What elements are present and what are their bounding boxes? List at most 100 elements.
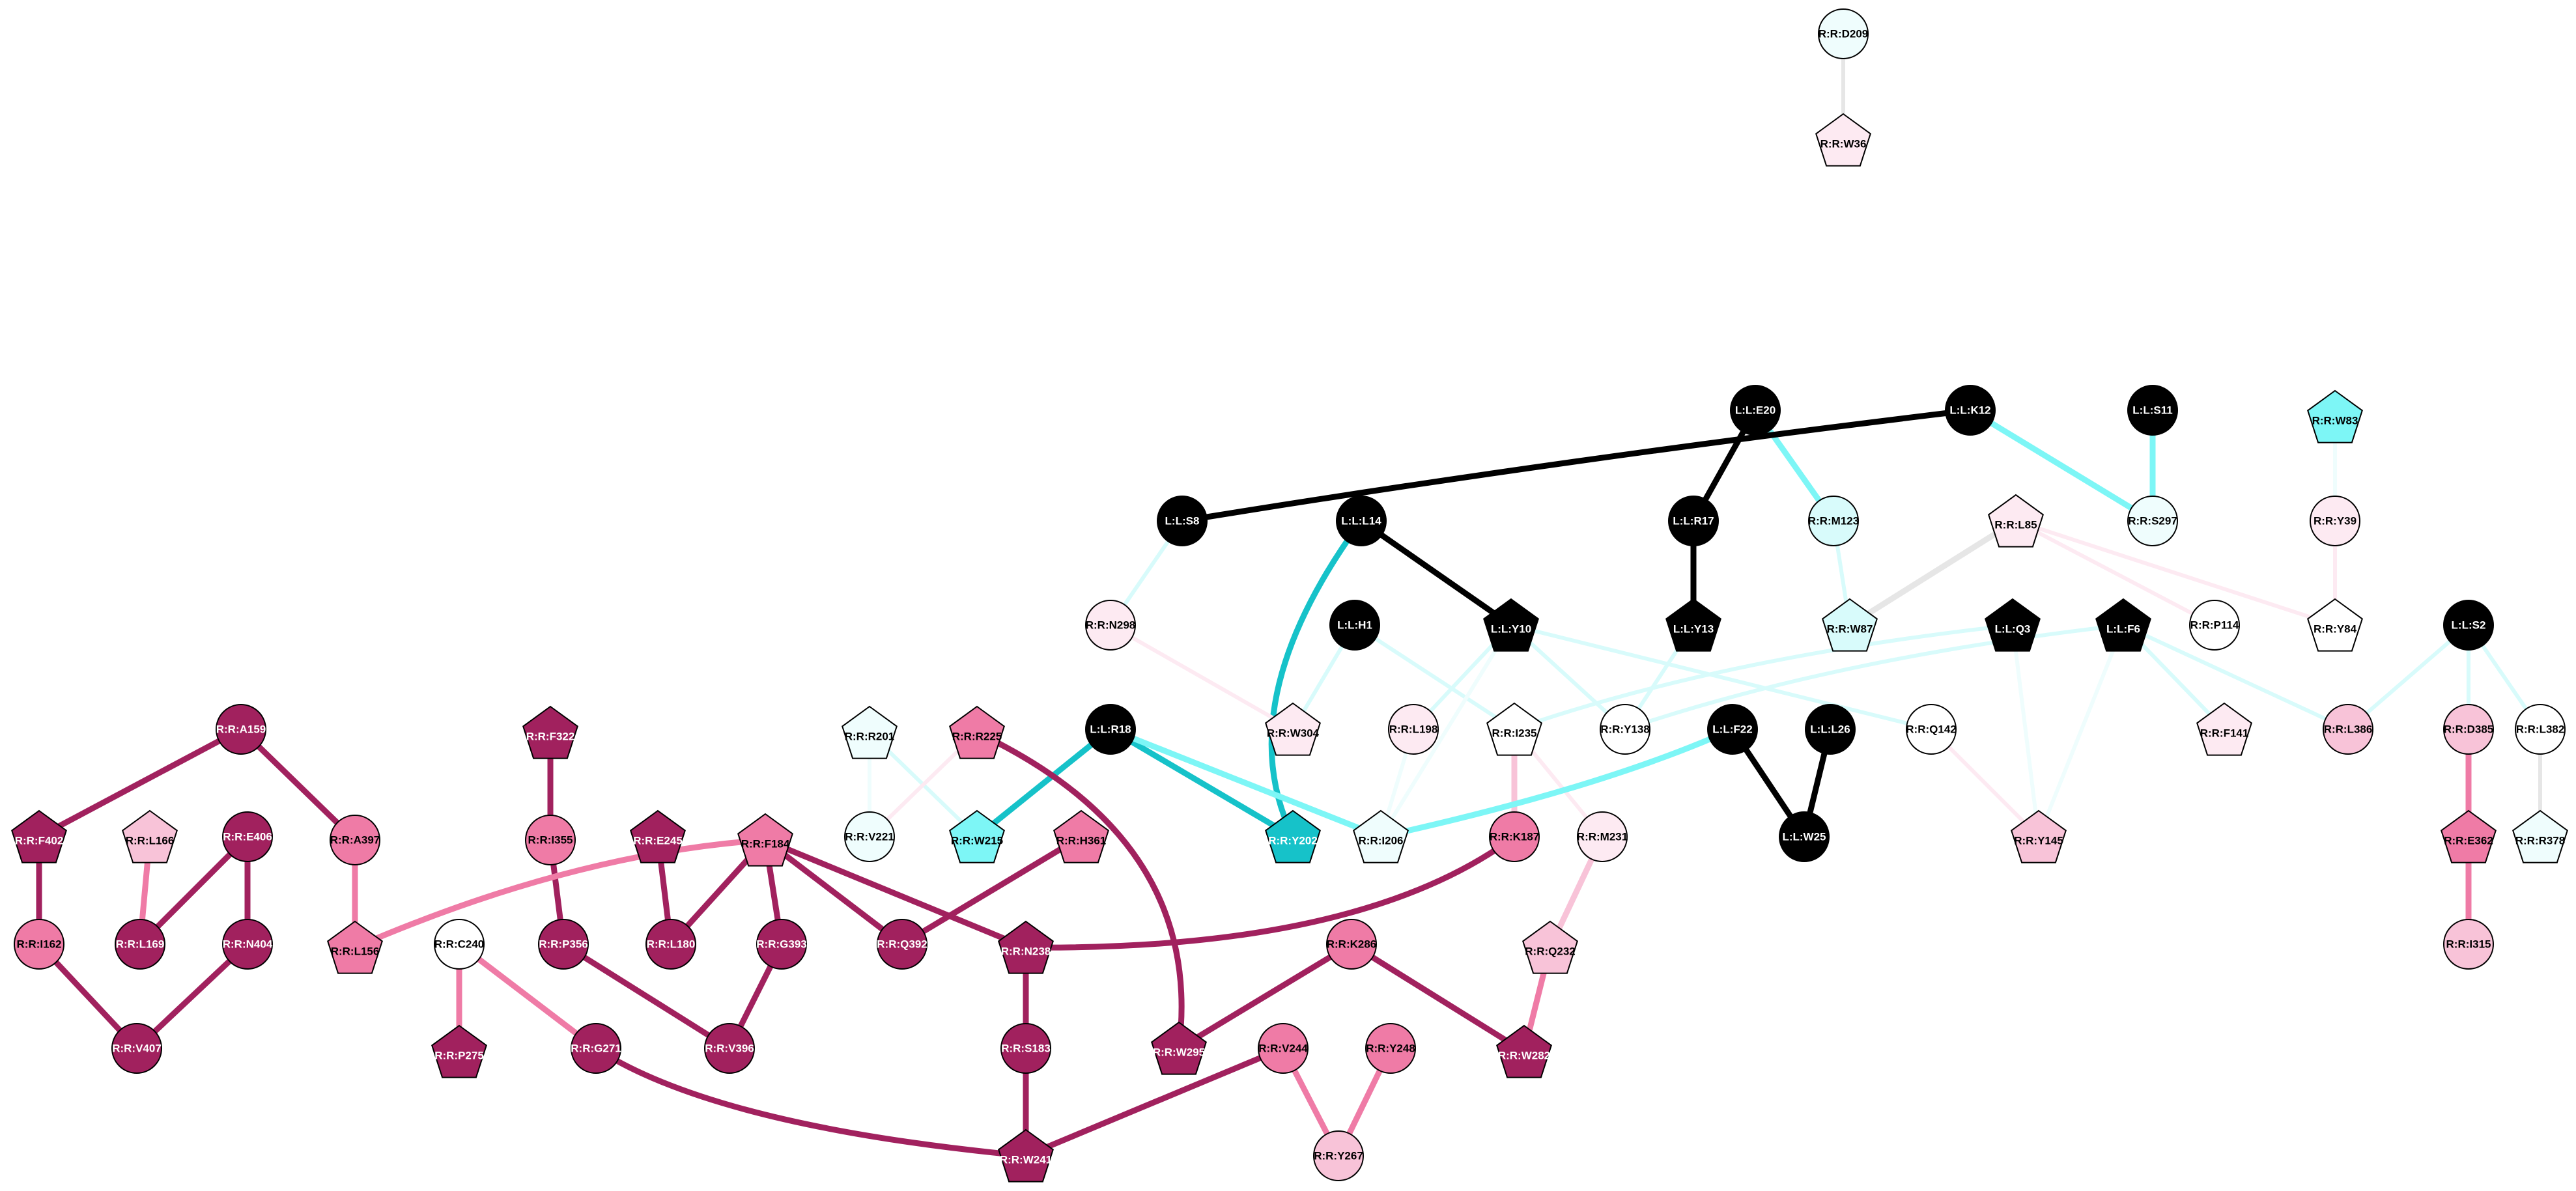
node-l-l-l26[interactable]: L:L:L26 bbox=[1805, 704, 1856, 755]
node-r-r-p275[interactable]: R:R:P275 bbox=[431, 1024, 487, 1078]
node-label: R:R:E362 bbox=[2444, 835, 2493, 847]
node-r-r-n404[interactable]: R:R:N404 bbox=[222, 919, 273, 970]
node-label: R:R:W215 bbox=[951, 835, 1003, 847]
node-r-r-i355[interactable]: R:R:I355 bbox=[525, 815, 576, 865]
node-label: R:R:N404 bbox=[223, 938, 273, 951]
node-r-r-w215[interactable]: R:R:W215 bbox=[949, 809, 1005, 863]
node-l-l-s11[interactable]: L:L:S11 bbox=[2127, 385, 2178, 436]
node-label: R:R:L85 bbox=[1994, 519, 2037, 531]
node-r-r-w87[interactable]: R:R:W87 bbox=[1822, 598, 1878, 652]
edge-r-r-r225-r-r-w295 bbox=[974, 729, 1185, 1052]
node-r-r-k187[interactable]: R:R:K187 bbox=[1489, 811, 1540, 862]
node-r-r-w282[interactable]: R:R:W282 bbox=[1496, 1024, 1552, 1078]
node-r-r-l169[interactable]: R:R:L169 bbox=[115, 919, 165, 970]
node-r-r-g393[interactable]: R:R:G393 bbox=[756, 919, 807, 970]
node-r-r-l85[interactable]: R:R:L85 bbox=[1988, 494, 2044, 548]
node-r-r-g271[interactable]: R:R:G271 bbox=[571, 1023, 621, 1074]
node-pentagon-shape bbox=[1483, 598, 1539, 652]
node-r-r-y248[interactable]: R:R:Y248 bbox=[1365, 1023, 1416, 1074]
node-r-r-y267[interactable]: R:R:Y267 bbox=[1313, 1130, 1364, 1181]
node-r-r-a397[interactable]: R:R:A397 bbox=[330, 815, 380, 865]
node-r-r-e245[interactable]: R:R:E245 bbox=[630, 809, 686, 863]
node-circle-shape bbox=[1805, 704, 1856, 755]
node-r-r-y84[interactable]: R:R:Y84 bbox=[2307, 598, 2363, 652]
node-l-l-q3[interactable]: L:L:Q3 bbox=[1985, 598, 2041, 652]
node-r-r-l156[interactable]: R:R:L156 bbox=[327, 920, 383, 974]
node-r-r-w304[interactable]: R:R:W304 bbox=[1265, 702, 1321, 756]
node-r-r-y202[interactable]: R:R:Y202 bbox=[1265, 809, 1321, 863]
node-r-r-q392[interactable]: R:R:Q392 bbox=[877, 919, 927, 970]
node-r-r-v407[interactable]: R:R:V407 bbox=[111, 1023, 162, 1074]
node-r-r-f184[interactable]: R:R:F184 bbox=[737, 813, 793, 867]
node-l-l-f6[interactable]: L:L:F6 bbox=[2095, 598, 2151, 652]
node-r-r-r378[interactable]: R:R:R378 bbox=[2512, 809, 2568, 863]
node-r-r-l386[interactable]: R:R:L386 bbox=[2323, 704, 2373, 755]
node-r-r-y39[interactable]: R:R:Y39 bbox=[2310, 496, 2360, 546]
node-r-r-q142[interactable]: R:R:Q142 bbox=[1906, 704, 1957, 755]
node-r-r-w36[interactable]: R:R:W36 bbox=[1815, 113, 1871, 167]
node-r-r-p114[interactable]: R:R:P114 bbox=[2189, 600, 2240, 651]
node-r-r-n298[interactable]: R:R:N298 bbox=[1085, 600, 1136, 651]
node-r-r-l180[interactable]: R:R:L180 bbox=[645, 919, 696, 970]
node-l-l-w25[interactable]: L:L:W25 bbox=[1779, 811, 1830, 862]
node-label: R:R:F322 bbox=[526, 731, 575, 743]
node-r-r-y145[interactable]: R:R:Y145 bbox=[2011, 809, 2067, 863]
node-r-r-l166[interactable]: R:R:L166 bbox=[122, 809, 178, 863]
node-label: L:L:H1 bbox=[1337, 619, 1372, 632]
node-label: R:R:A159 bbox=[216, 723, 266, 736]
node-r-r-s183[interactable]: R:R:S183 bbox=[1000, 1023, 1051, 1074]
node-l-l-r18[interactable]: L:L:R18 bbox=[1085, 704, 1136, 755]
node-r-r-i206[interactable]: R:R:I206 bbox=[1353, 809, 1409, 863]
node-l-l-f22[interactable]: L:L:F22 bbox=[1707, 704, 1758, 755]
node-r-r-f141[interactable]: R:R:F141 bbox=[2196, 702, 2252, 756]
node-r-r-m123[interactable]: R:R:M123 bbox=[1808, 496, 1859, 546]
node-r-r-q232[interactable]: R:R:Q232 bbox=[1522, 920, 1578, 974]
node-r-r-r225[interactable]: R:R:R225 bbox=[949, 705, 1005, 759]
node-l-l-s2[interactable]: L:L:S2 bbox=[2443, 600, 2494, 651]
node-r-r-v221[interactable]: R:R:V221 bbox=[844, 811, 895, 862]
node-r-r-m231[interactable]: R:R:M231 bbox=[1577, 811, 1628, 862]
node-r-r-k286[interactable]: R:R:K286 bbox=[1326, 919, 1377, 970]
node-l-l-l14[interactable]: L:L:L14 bbox=[1336, 496, 1387, 546]
node-label: R:R:D385 bbox=[2444, 723, 2494, 736]
node-r-r-w241[interactable]: R:R:W241 bbox=[998, 1128, 1054, 1183]
node-label: R:R:V221 bbox=[845, 831, 894, 843]
node-r-r-v244[interactable]: R:R:V244 bbox=[1258, 1023, 1309, 1074]
node-r-r-r201[interactable]: R:R:R201 bbox=[842, 705, 898, 759]
node-r-r-e406[interactable]: R:R:E406 bbox=[222, 811, 273, 862]
node-r-r-d209[interactable]: R:R:D209 bbox=[1818, 8, 1869, 59]
node-r-r-l382[interactable]: R:R:L382 bbox=[2515, 704, 2566, 755]
edge-l-l-f6-r-r-y145 bbox=[2037, 623, 2125, 839]
node-r-r-l198[interactable]: R:R:L198 bbox=[1388, 704, 1439, 755]
node-r-r-d385[interactable]: R:R:D385 bbox=[2443, 704, 2494, 755]
node-label: R:R:Y84 bbox=[2314, 623, 2357, 636]
node-r-r-w83[interactable]: R:R:W83 bbox=[2307, 389, 2363, 443]
node-circle-shape bbox=[1730, 385, 1781, 436]
node-r-r-p356[interactable]: R:R:P356 bbox=[538, 919, 589, 970]
node-l-l-e20[interactable]: L:L:E20 bbox=[1730, 385, 1781, 436]
node-r-r-y138[interactable]: R:R:Y138 bbox=[1600, 704, 1650, 755]
node-r-r-e362[interactable]: R:R:E362 bbox=[2441, 809, 2497, 863]
node-l-l-h1[interactable]: L:L:H1 bbox=[1329, 600, 1380, 651]
node-l-l-y13[interactable]: L:L:Y13 bbox=[1665, 598, 1721, 652]
node-r-r-i162[interactable]: R:R:I162 bbox=[14, 919, 64, 970]
node-r-r-f322[interactable]: R:R:F322 bbox=[522, 705, 578, 759]
node-r-r-v396[interactable]: R:R:V396 bbox=[704, 1023, 755, 1074]
node-l-l-r17[interactable]: L:L:R17 bbox=[1668, 496, 1719, 546]
node-r-r-h361[interactable]: R:R:H361 bbox=[1053, 809, 1109, 863]
node-r-r-w295[interactable]: R:R:W295 bbox=[1151, 1021, 1207, 1075]
node-l-l-y10[interactable]: L:L:Y10 bbox=[1483, 598, 1539, 652]
node-r-r-a159[interactable]: R:R:A159 bbox=[216, 704, 266, 755]
node-circle-shape bbox=[1000, 1023, 1051, 1074]
node-l-l-s8[interactable]: L:L:S8 bbox=[1157, 496, 1208, 546]
node-l-l-k12[interactable]: L:L:K12 bbox=[1945, 385, 1996, 436]
node-r-r-i235[interactable]: R:R:I235 bbox=[1486, 702, 1542, 756]
node-r-r-i315[interactable]: R:R:I315 bbox=[2443, 919, 2494, 970]
node-label: R:R:Y138 bbox=[1600, 723, 1650, 736]
node-r-r-c240[interactable]: R:R:C240 bbox=[434, 919, 485, 970]
edge-r-r-a159-r-r-f402 bbox=[36, 726, 244, 840]
node-r-r-n238[interactable]: R:R:N238 bbox=[998, 920, 1054, 974]
node-r-r-f402[interactable]: R:R:F402 bbox=[11, 809, 67, 863]
node-r-r-s297[interactable]: R:R:S297 bbox=[2127, 496, 2178, 546]
node-label: R:R:S183 bbox=[1001, 1043, 1051, 1055]
